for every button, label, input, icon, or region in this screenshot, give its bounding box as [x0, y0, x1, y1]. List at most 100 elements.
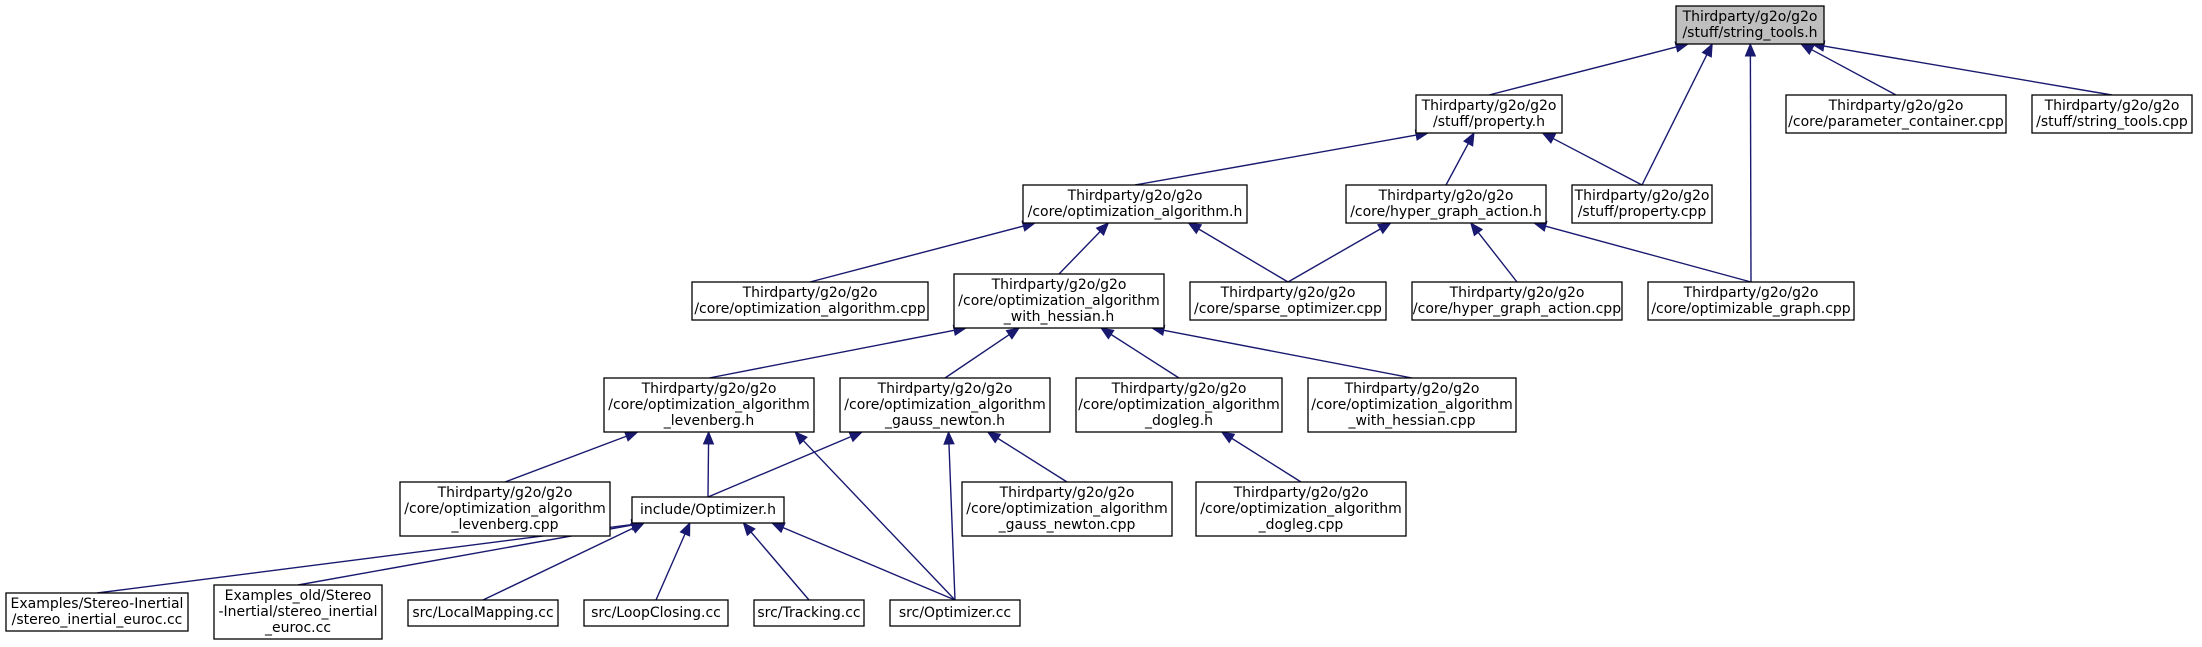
arrowhead-parameter_container_cpp-to-string_tools_h: [1799, 43, 1815, 55]
node-optimizer-cc[interactable]: src/Optimizer.cc: [889, 599, 1021, 627]
node-oa-dogleg-cpp[interactable]: Thirdparty/g2o/g2o/core/optimization_alg…: [1195, 481, 1407, 537]
node-box: [631, 496, 785, 524]
node-label-line: Thirdparty/g2o/g2o: [437, 485, 573, 501]
node-label-line: Examples/Stereo-Inertial: [11, 596, 184, 612]
node-loop-closing-cc[interactable]: src/LoopClosing.cc: [583, 599, 729, 627]
edge-oa_levenberg_cpp-to-oa_levenberg_h: [504, 435, 627, 483]
edge-oa_gauss_newton_h-to-oa_with_hessian_h: [944, 334, 1010, 379]
node-label-line: Thirdparty/g2o/g2o: [991, 277, 1127, 293]
node-box: [1189, 281, 1387, 321]
node-tracking-cc[interactable]: src/Tracking.cc: [753, 599, 865, 627]
node-optimizable-graph-cpp[interactable]: Thirdparty/g2o/g2o/core/optimizable_grap…: [1647, 281, 1855, 321]
edge-oa_dogleg_h-to-oa_with_hessian_h: [1110, 333, 1180, 379]
edge-optimizer_cc-to-oa_levenberg_h: [802, 440, 956, 601]
node-label-line: -Inertial/stereo_inertial: [219, 604, 378, 620]
node-box: [5, 592, 189, 632]
node-label-line: _gauss_newton.cpp: [998, 517, 1136, 533]
node-label-line: /core/hyper_graph_action.h: [1350, 204, 1542, 220]
arrowhead-oa_levenberg_cpp-to-oa_levenberg_h: [623, 431, 639, 442]
arrowhead-local_mapping_cc-to-optimizer_h: [630, 522, 646, 534]
arrowhead-optimizer_cc-to-oa_gauss_newton_h: [943, 430, 955, 445]
edge-oa_with_hessian_h-to-optimization_algorithm_h: [1058, 231, 1101, 275]
node-old-stereo-inertial-euroc-cc[interactable]: Examples_old/Stereo-Inertial/stereo_iner…: [213, 584, 383, 640]
node-label-line: /core/sparse_optimizer.cpp: [1194, 301, 1382, 317]
edge-hyper_graph_action_h-to-property_h: [1445, 143, 1469, 186]
node-box: [1307, 377, 1517, 433]
edge-sparse_optimizer_cpp-to-optimization_algorithm_h: [1198, 228, 1289, 283]
edge-oa_dogleg_cpp-to-oa_dogleg_h: [1231, 437, 1302, 483]
node-oa-dogleg-h[interactable]: Thirdparty/g2o/g2o/core/optimization_alg…: [1075, 377, 1283, 433]
edge-optimizer_h-to-oa_levenberg_h: [707, 443, 710, 498]
node-oa-gauss-newton-h[interactable]: Thirdparty/g2o/g2o/core/optimization_alg…: [839, 377, 1051, 433]
node-parameter-container-cpp[interactable]: Thirdparty/g2o/g2o/core/parameter_contai…: [1785, 94, 2007, 134]
edge-optimizer_cc-to-optimizer_h: [782, 527, 956, 601]
node-property-h[interactable]: Thirdparty/g2o/g2o/stuff/property.h: [1415, 94, 1563, 134]
node-box: [1411, 281, 1623, 321]
edge-property_cpp-to-property_h: [1552, 137, 1643, 186]
arrowhead-property_cpp-to-property_h: [1541, 132, 1557, 144]
node-label-line: Thirdparty/g2o/g2o: [1683, 285, 1819, 301]
node-label-line: src/LoopClosing.cc: [591, 605, 721, 621]
node-label-line: /core/optimization_algorithm.h: [1028, 204, 1243, 220]
node-label-line: src/Tracking.cc: [757, 605, 860, 621]
node-label-line: Thirdparty/g2o/g2o: [999, 485, 1135, 501]
arrowhead-optimizer_h-to-oa_gauss_newton_h: [848, 431, 864, 443]
arrowhead-tracking_cc-to-optimizer_h: [742, 522, 756, 537]
node-label-line: /core/optimization_algorithm: [966, 501, 1167, 517]
node-label-line: /core/optimizable_graph.cpp: [1651, 301, 1850, 317]
node-label-line: Thirdparty/g2o/g2o: [1449, 285, 1585, 301]
node-box: [399, 481, 611, 537]
edge-property_cpp-to-string_tools_h: [1641, 54, 1708, 186]
node-oa-levenberg-h[interactable]: Thirdparty/g2o/g2o/core/optimization_alg…: [603, 377, 815, 433]
node-stereo-inertial-euroc-cc[interactable]: Examples/Stereo-Inertial/stereo_inertial…: [5, 592, 189, 632]
node-string-tools-h[interactable]: Thirdparty/g2o/g2o/stuff/string_tools.h: [1675, 5, 1825, 45]
node-box: [839, 377, 1051, 433]
edge-property_h-to-string_tools_h: [1488, 46, 1677, 96]
node-label-line: Thirdparty/g2o/g2o: [742, 285, 878, 301]
node-optimizer-h[interactable]: include/Optimizer.h: [631, 496, 785, 524]
node-local-mapping-cc[interactable]: src/LocalMapping.cc: [407, 599, 559, 627]
node-label-line: src/Optimizer.cc: [899, 605, 1011, 621]
arrowhead-sparse_optimizer_cpp-to-optimization_algorithm_h: [1187, 222, 1203, 235]
node-oa-with-hessian-h[interactable]: Thirdparty/g2o/g2o/core/optimization_alg…: [953, 273, 1165, 329]
node-label-line: Thirdparty/g2o/g2o: [1067, 188, 1203, 204]
arrowhead-oa_gauss_newton_h-to-oa_with_hessian_h: [1005, 327, 1021, 340]
node-oa-with-hessian-cpp[interactable]: Thirdparty/g2o/g2o/core/optimization_alg…: [1307, 377, 1517, 433]
node-optimization-algorithm-h[interactable]: Thirdparty/g2o/g2o/core/optimization_alg…: [1022, 184, 1248, 224]
node-hyper-graph-action-cpp[interactable]: Thirdparty/g2o/g2o/core/hyper_graph_acti…: [1411, 281, 1623, 321]
node-box: [603, 377, 815, 433]
node-label-line: Thirdparty/g2o/g2o: [1421, 98, 1557, 114]
node-sparse-optimizer-cpp[interactable]: Thirdparty/g2o/g2o/core/sparse_optimizer…: [1189, 281, 1387, 321]
node-box: [407, 599, 559, 627]
edge-parameter_container_cpp-to-string_tools_h: [1811, 49, 1897, 96]
edge-loop_closing_cc-to-optimizer_h: [655, 533, 686, 601]
node-oa-gauss-newton-cpp[interactable]: Thirdparty/g2o/g2o/core/optimization_alg…: [961, 481, 1173, 537]
node-label-line: _euroc.cc: [264, 620, 331, 636]
node-label-line: /core/optimization_algorithm: [958, 293, 1159, 309]
edge-string_tools_cpp-to-string_tools_h: [1823, 45, 2113, 96]
node-label-line: _with_hessian.h: [1003, 309, 1114, 325]
edge-layer: [96, 40, 2113, 601]
node-label-line: include/Optimizer.h: [640, 502, 776, 518]
node-box: [213, 584, 383, 640]
node-box: [1785, 94, 2007, 134]
node-label-line: /core/optimization_algorithm: [1200, 501, 1401, 517]
node-label-line: Thirdparty/g2o/g2o: [1111, 381, 1247, 397]
node-label-line: Thirdparty/g2o/g2o: [1344, 381, 1480, 397]
node-box: [2031, 94, 2193, 134]
node-label-line: /core/optimization_algorithm: [1078, 397, 1279, 413]
node-box: [1022, 184, 1248, 224]
node-string-tools-cpp[interactable]: Thirdparty/g2o/g2o/stuff/string_tools.cp…: [2031, 94, 2193, 134]
arrowhead-optimizer_cc-to-optimizer_h: [770, 522, 786, 534]
node-optimization-algorithm-cpp[interactable]: Thirdparty/g2o/g2o/core/optimization_alg…: [691, 281, 929, 321]
node-label-line: Thirdparty/g2o/g2o: [1682, 9, 1818, 25]
node-label-line: src/LocalMapping.cc: [412, 605, 553, 621]
edge-optimizable_graph_cpp-to-hyper_graph_action_h: [1545, 225, 1752, 283]
node-oa-levenberg-cpp[interactable]: Thirdparty/g2o/g2o/core/optimization_alg…: [399, 481, 611, 537]
node-hyper-graph-action-h[interactable]: Thirdparty/g2o/g2o/core/hyper_graph_acti…: [1345, 184, 1547, 224]
node-box: [1415, 94, 1563, 134]
edge-optimizable_graph_cpp-to-string_tools_h: [1749, 55, 1752, 283]
node-box: [753, 599, 865, 627]
edge-optimizer_cc-to-oa_gauss_newton_h: [948, 443, 956, 601]
node-property-cpp[interactable]: Thirdparty/g2o/g2o/stuff/property.cpp: [1571, 184, 1713, 224]
